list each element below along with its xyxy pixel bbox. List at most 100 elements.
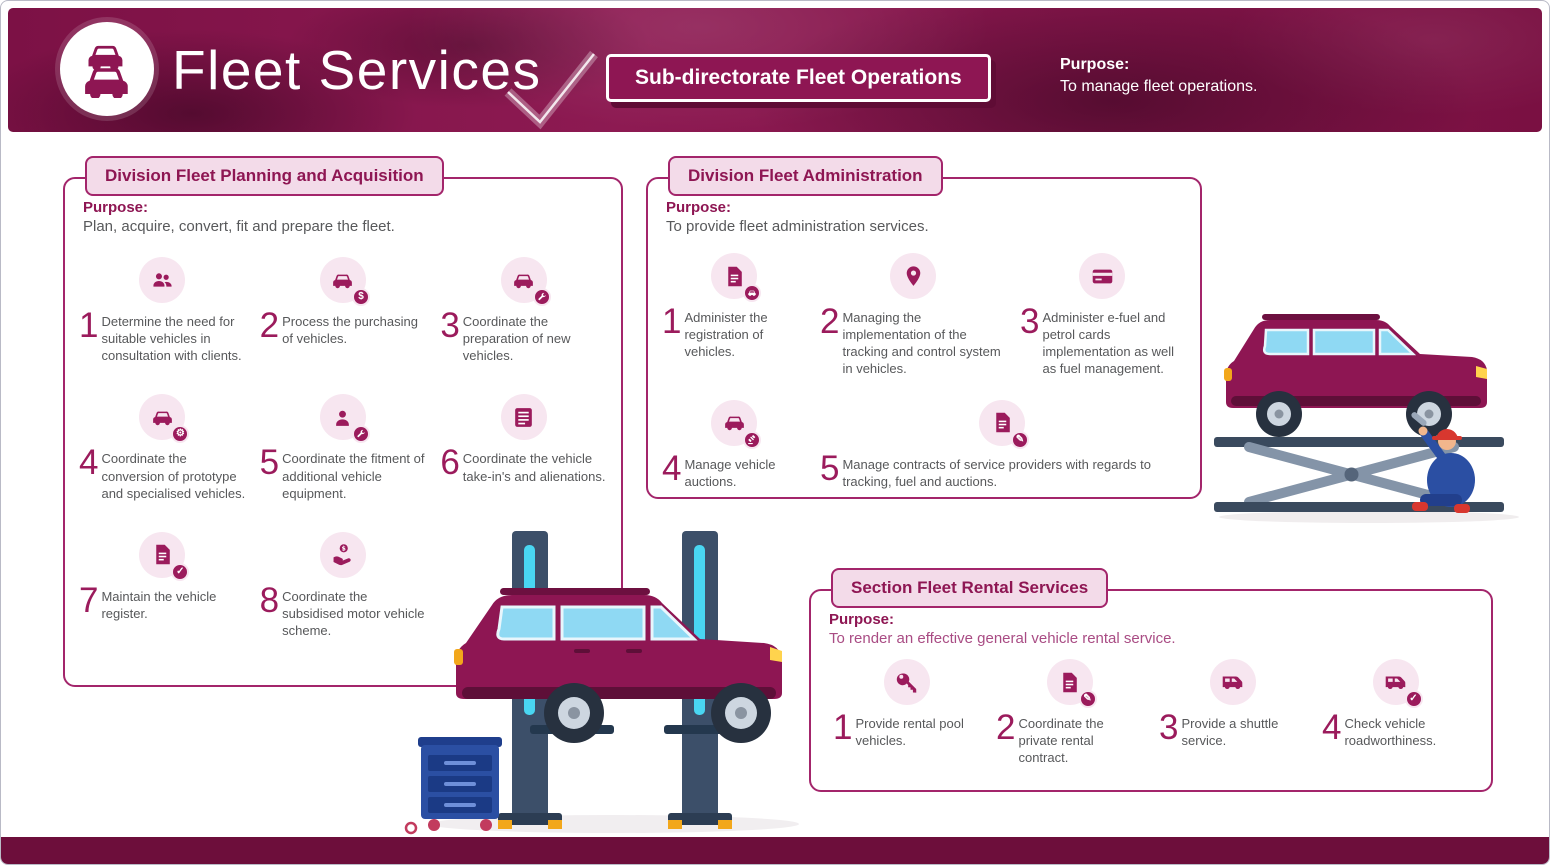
planning-purpose: Purpose: Plan, acquire, convert, fit and… [65,179,621,235]
check-badge: ✓ [171,562,190,581]
car-icon [152,411,172,426]
car-on-scissor-lift-illustration [1214,314,1519,523]
task-item: ✎ 5 Manage contracts of service provider… [820,399,1184,490]
card-icon [1092,269,1112,283]
header-purpose-label: Purpose: [1060,56,1130,73]
task-text: Coordinate the preparation of new vehicl… [462,314,571,364]
car-icon [748,290,756,297]
task-number: 5 [259,443,280,483]
tracking-system-icon [890,253,936,299]
document-icon [156,545,170,565]
car-badge [743,284,761,302]
checklist-icon [515,408,532,427]
task-text: Provide a shuttle service. [1181,716,1279,749]
task-item: 3 Provide a shuttle service. [1159,659,1306,766]
task-item: $ 2 Process the purchasing of vehicles. [260,257,427,364]
suv-on-scissor-lift [1224,314,1487,437]
task-text: Manage contracts of service providers wi… [842,456,1151,489]
bus-icon [1222,675,1243,689]
task-number: 1 [662,302,682,341]
gavel-badge [743,430,761,449]
rental-key-icon [883,659,930,705]
task-number: 7 [79,580,99,620]
subtitle-text: Sub-directorate Fleet Operations [635,66,962,89]
mechanic-figure [1411,412,1475,513]
vehicle-register-icon: ✓ [139,531,190,581]
task-number: 2 [996,708,1016,747]
task-text: Administer the registration of vehicles. [684,310,768,360]
vehicle-auction-icon [711,399,761,449]
task-item: 2 Managing the implementation of the tra… [820,253,1006,378]
task-item: 1 Administer the registration of vehicle… [662,253,806,378]
planning-task-grid: 1 Determine the need for suitable vehicl… [65,257,621,639]
check-badge: ✓ [1404,690,1423,708]
car-icon [724,416,744,431]
car-purchase-icon: $ [319,257,370,306]
document-icon [727,266,742,286]
task-number: 3 [1159,708,1179,747]
purpose-text: To provide fleet administration services… [666,218,929,235]
task-number: 5 [820,448,840,488]
location-pin-icon [906,265,920,286]
task-item: 3 Coordinate the preparation of new vehi… [440,257,607,364]
task-number: 6 [440,443,460,483]
purpose-text: Plan, acquire, convert, fit and prepare … [83,218,395,235]
task-number: 4 [79,443,99,483]
panel-fleet-administration: Division Fleet Administration Purpose: T… [646,156,1202,499]
task-item: 4 Manage vehicle auctions. [662,399,806,490]
wrench-icon [538,292,546,301]
task-text: Manage vehicle auctions. [684,456,776,489]
header-banner: Fleet Services Sub-directorate Fleet Ope… [8,8,1542,132]
gear-badge: ⚙ [171,425,190,444]
vehicle-takein-list-icon [500,394,547,441]
wrench-icon [357,430,366,438]
task-text: Check vehicle roadworthiness. [1344,716,1437,749]
task-number: 2 [820,302,840,341]
cars-logo-icon [85,45,128,98]
panel-title-administration: Division Fleet Administration [668,156,943,196]
task-item: 6 Coordinate the vehicle take-in's and a… [440,394,607,501]
task-item: ✓ 7 Maintain the vehicle register. [79,531,246,639]
task-text: Coordinate the vehicle take-in's and ali… [462,451,606,484]
mechanic-fitment-icon [319,394,370,444]
car-on-two-post-lift-illustration [404,531,799,835]
service-contracts-icon: ✎ [979,399,1029,449]
task-text: Determine the need for suitable vehicles… [101,314,242,364]
purpose-label: Purpose: [666,199,732,216]
roadworthiness-check-icon: ✓ [1372,659,1423,708]
gavel-icon [748,434,756,444]
rental-purpose: Purpose: To render an effective general … [811,591,1491,647]
task-item: 3 Administer e-fuel and petrol cards imp… [1020,253,1184,378]
task-item: ✎ 2 Coordinate the private rental contra… [996,659,1143,766]
header-check-decoration [504,50,598,130]
task-number: 2 [259,306,280,345]
car-icon [514,274,534,288]
car-conversion-icon: ⚙ [139,394,190,444]
task-number: 8 [259,580,280,620]
task-item: ⚙ 4 Coordinate the conversion of prototy… [79,394,246,501]
task-text: Maintain the vehicle register. [101,588,217,622]
pencil-badge: ✎ [1078,690,1097,708]
document-icon [1063,672,1077,692]
task-number: 4 [1322,708,1342,747]
key-icon [896,672,917,693]
task-number: 3 [440,306,460,345]
task-text: Coordinate the subsidised motor vehicle … [282,588,425,639]
document-icon [995,412,1010,433]
purpose-label: Purpose: [83,199,149,216]
wrench-badge [351,425,370,444]
people-icon [153,272,172,287]
mechanic-icon [336,410,350,426]
rental-contract-icon: ✎ [1046,659,1097,708]
task-number: 1 [833,708,853,747]
car-preparation-icon [500,257,551,306]
header-purpose: Purpose: To manage fleet operations. [1060,56,1257,96]
administration-purpose: Purpose: To provide fleet administration… [648,179,1200,235]
consultation-people-icon [139,257,186,303]
dollar-badge: $ [351,288,370,306]
header-purpose-text: To manage fleet operations. [1060,78,1258,95]
panel-title-planning: Division Fleet Planning and Acquisition [85,156,444,196]
hand-coin-icon [334,544,352,566]
task-text: Process the purchasing of vehicles. [282,314,418,347]
